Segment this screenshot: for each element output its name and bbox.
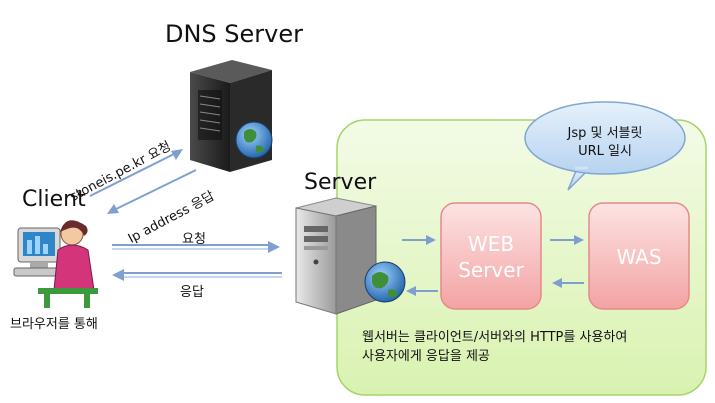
client-icon [13,220,98,308]
request-arrow [112,241,280,253]
dns-request-arrow [89,149,183,197]
web-server-text-line2: Server [458,258,524,282]
was-label: WAS [616,245,662,269]
response-arrow [112,269,282,281]
was-box [588,202,690,310]
web-to-server-arrow [406,286,438,296]
dns-server-icon [190,60,273,172]
web-server-text-line1: WEB [467,232,515,256]
server-icon [295,197,406,315]
bubble-text-line1: Jsp 및 서블릿 [567,126,643,141]
was-to-web-arrow [552,278,584,288]
dns-server-label: DNS Server [165,20,303,48]
client-label: Client [22,187,86,212]
dns-response-arrow [107,169,197,214]
description-line2: 사용자에게 응답을 제공 [362,349,490,364]
client-caption: 브라우저를 통해 [10,317,98,332]
request-label: 요청 [182,232,206,247]
description-line1: 웹서버는 클라이언트/서버와의 HTTP를 사용하여 [362,330,628,345]
web-to-was-arrow [550,235,584,245]
web-server-box [440,202,542,310]
server-to-web-arrow [402,235,436,245]
server-label: Server [304,170,377,195]
bubble-text-line2: URL 일시 [578,144,632,159]
response-label: 응답 [180,285,204,300]
speech-bubble [524,101,686,191]
